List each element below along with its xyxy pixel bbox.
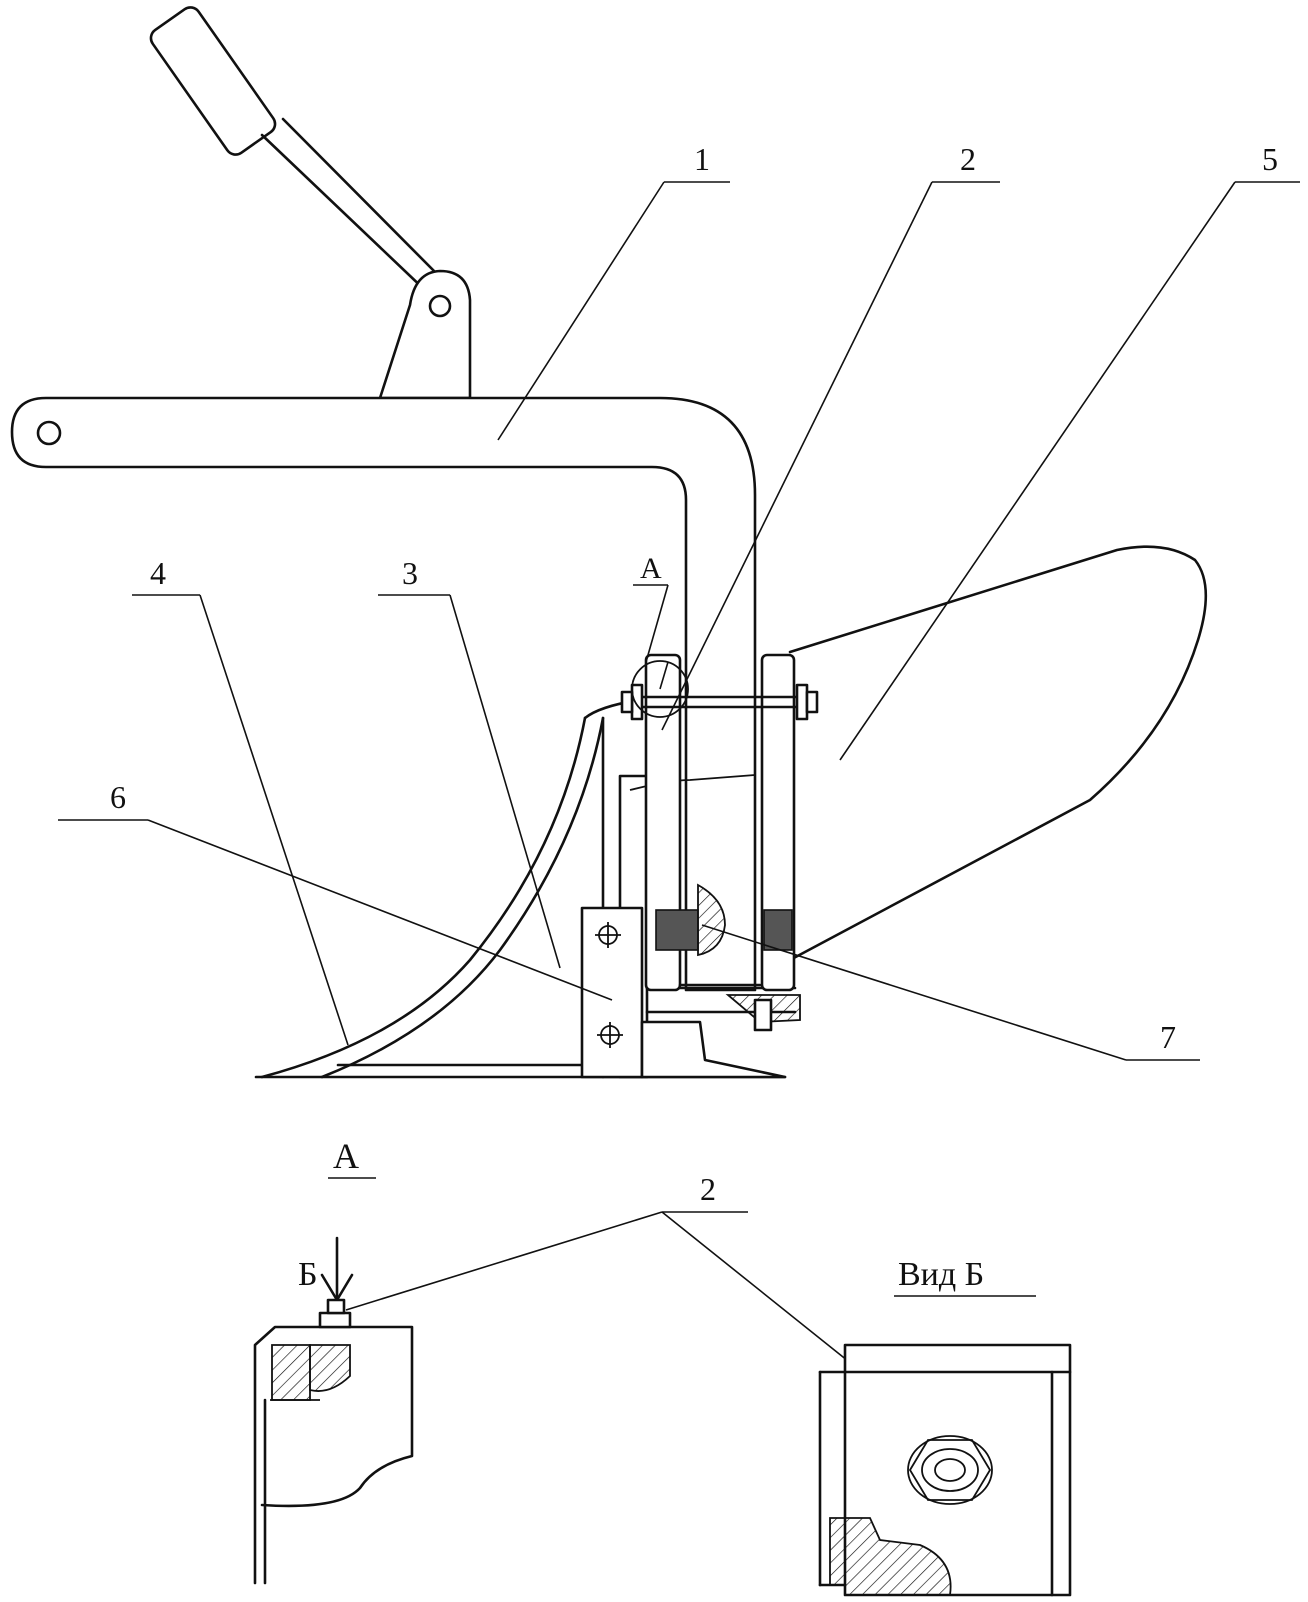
svg-text:7: 7 [1160,1019,1176,1055]
view-b-title: Вид Б [898,1256,984,1293]
view-arrow-label: Б [298,1256,318,1293]
callout-6: 6 [58,779,612,1000]
callout-4: 4 [132,555,348,1045]
callout-1: 1 [498,141,730,440]
svg-text:3: 3 [402,555,418,591]
main-view: А [12,4,1206,1077]
view-arrow [322,1238,352,1300]
callout-5: 5 [840,141,1300,760]
svg-text:2: 2 [700,1171,716,1207]
callout-2-detail: 2 [346,1171,878,1385]
svg-text:1: 1 [694,141,710,177]
view-b-plate [820,1345,1070,1595]
hydraulic-cylinder [147,4,440,293]
detail-a: А Б [255,1136,412,1583]
detail-a-title: А [333,1136,359,1176]
callout-3: 3 [378,555,560,968]
detail-a-section [255,1300,412,1583]
side-strap-right [762,655,794,990]
svg-text:6: 6 [110,779,126,815]
view-b: Вид Б [820,1256,1070,1595]
svg-text:4: 4 [150,555,166,591]
svg-text:5: 5 [1262,141,1278,177]
section-marker-a: А [640,552,662,585]
mouldboard [790,547,1206,960]
lever-bracket [380,271,470,398]
svg-text:2: 2 [960,141,976,177]
